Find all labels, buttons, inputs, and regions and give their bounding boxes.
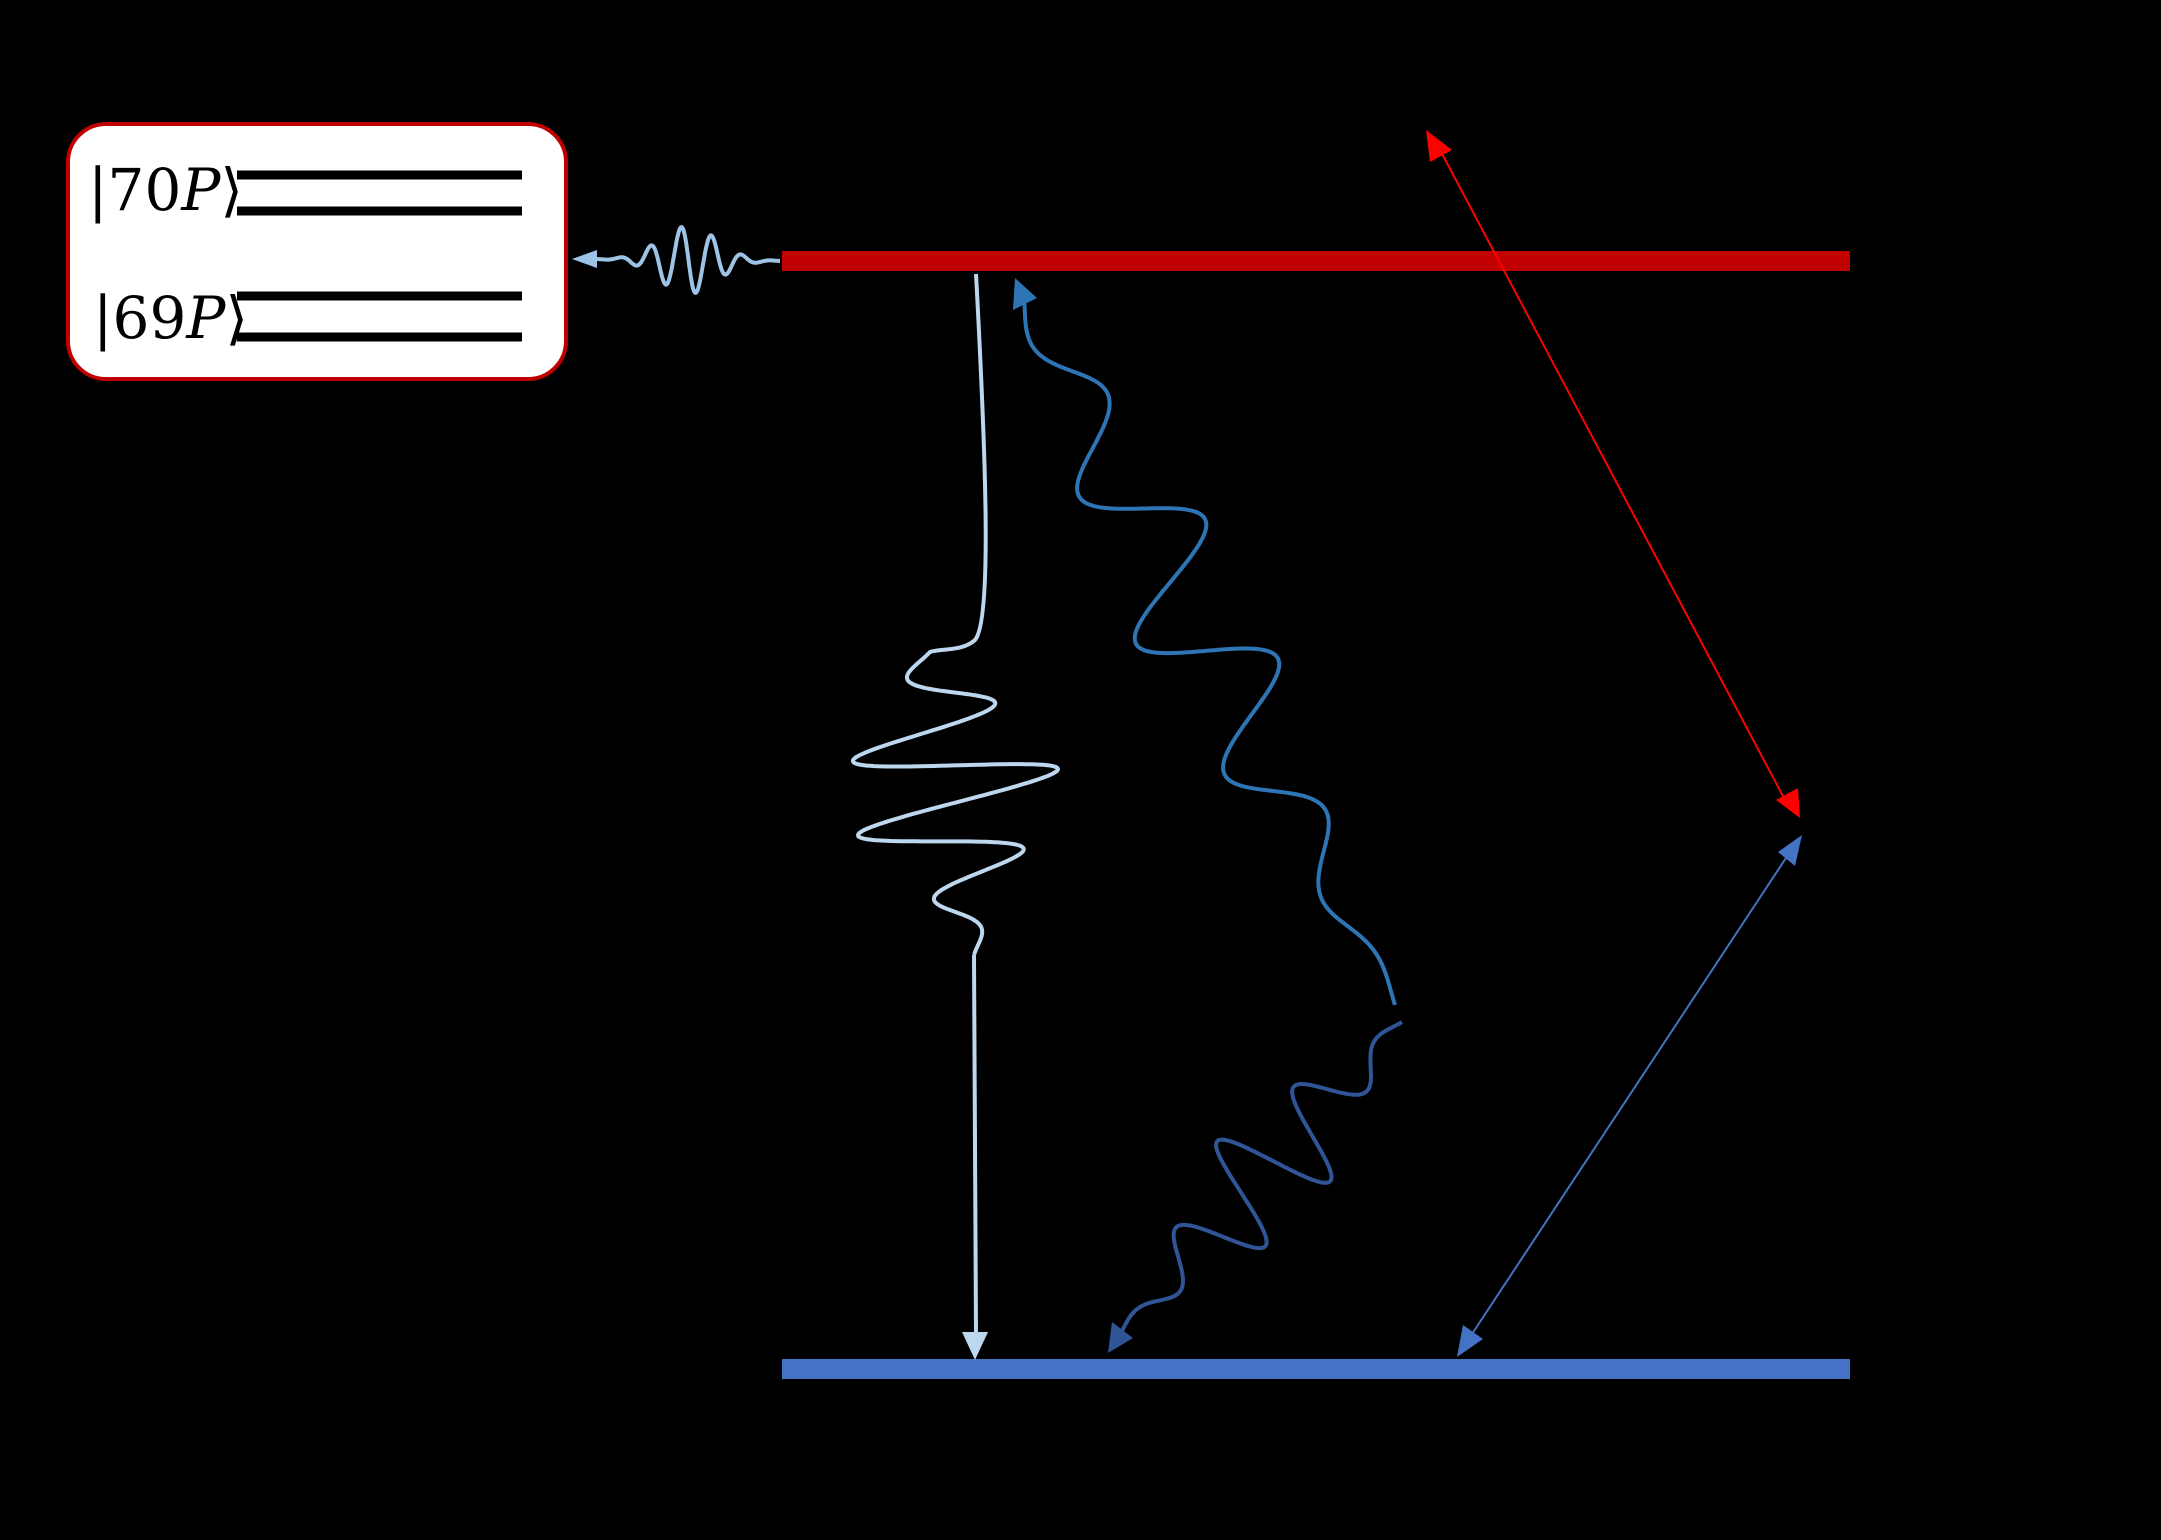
- upper-energy-level: [782, 251, 1850, 271]
- lower-energy-level: [782, 1359, 1850, 1379]
- ket-70p-label: |70P⟩: [88, 156, 243, 224]
- rydberg-inset: |70P⟩ |69P⟩: [66, 122, 568, 381]
- red-double-arrow-line: [1439, 149, 1785, 799]
- upward-wave-arrowhead: [1013, 278, 1037, 310]
- light-decay-arrowhead: [962, 1332, 988, 1360]
- blue-double-arrow-line: [1471, 857, 1787, 1335]
- blue-arrow-head-bottom: [1457, 1325, 1483, 1357]
- upward-excitation-wave: [1022, 295, 1397, 1006]
- inset-microwave-wave: [597, 225, 780, 295]
- red-arrow-head-bottom: [1776, 788, 1800, 818]
- light-decay-line: [972, 954, 978, 1334]
- downward-wave-arrowhead: [1108, 1322, 1133, 1353]
- red-arrow-head-top: [1426, 130, 1452, 162]
- downward-decay-wave: [1116, 1020, 1404, 1340]
- ket-69p-label: |69P⟩: [93, 284, 248, 352]
- light-decay-wave: [850, 273, 1060, 956]
- blue-arrow-head-top: [1778, 835, 1802, 866]
- inset-wave-arrowhead: [572, 250, 597, 268]
- inset-box: [66, 122, 568, 381]
